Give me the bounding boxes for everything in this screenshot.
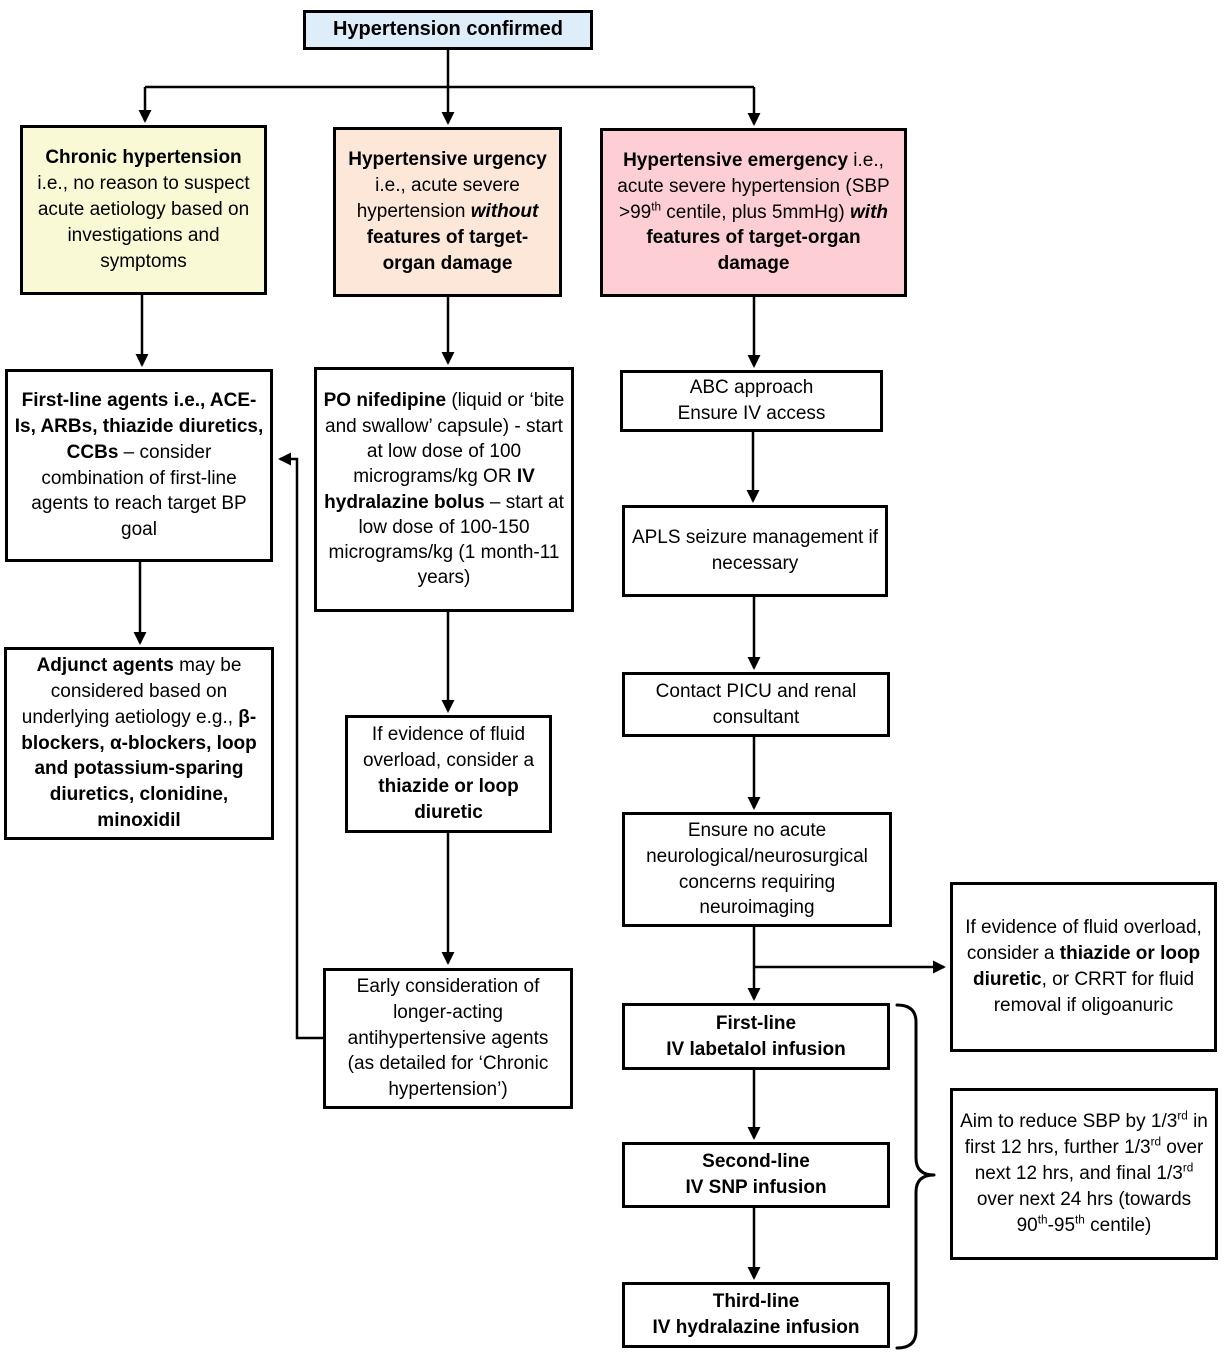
- node-hypertensive-urgency: Hypertensive urgency i.e., acute severe …: [333, 127, 562, 297]
- node-fluid-overload-crrt-text: If evidence of fluid overload, consider …: [965, 917, 1202, 1016]
- node-first-line-agents-text: First-line agents i.e., ACE-Is, ARBs, th…: [14, 390, 264, 541]
- node-hypertensive-urgency-text: Hypertensive urgency i.e., acute severe …: [348, 149, 547, 274]
- node-aim-reduce-sbp-text: Aim to reduce SBP by 1/3rd in first 12 h…: [960, 1110, 1208, 1236]
- node-apls-seizure: APLS seizure management if necessary: [622, 505, 888, 597]
- node-hypertensive-emergency-text: Hypertensive emergency i.e., acute sever…: [617, 149, 890, 275]
- node-early-consideration-text: Early consideration of longer-acting ant…: [347, 975, 549, 1101]
- node-fluid-overload-diuretic: If evidence of fluid overload, consider …: [345, 715, 552, 833]
- connector-early-loop-to-firstline: [278, 452, 323, 1040]
- node-early-consideration: Early consideration of longer-acting ant…: [323, 968, 573, 1109]
- node-po-nifedipine: PO nifedipine (liquid or ‘bite and swall…: [314, 367, 574, 612]
- node-hypertensive-emergency: Hypertensive emergency i.e., acute sever…: [600, 128, 907, 297]
- node-hypertension-confirmed-text: Hypertension confirmed: [332, 18, 564, 41]
- node-po-nifedipine-text: PO nifedipine (liquid or ‘bite and swall…: [323, 390, 565, 589]
- node-chronic-hypertension-text: Chronic hypertension i.e., no reason to …: [37, 147, 250, 272]
- node-adjunct-agents: Adjunct agents may be considered based o…: [4, 647, 274, 840]
- node-fluid-overload-diuretic-text: If evidence of fluid overload, consider …: [362, 724, 535, 823]
- node-first-line-agents: First-line agents i.e., ACE-Is, ARBs, th…: [5, 369, 273, 562]
- node-apls-seizure-text: APLS seizure management if necessary: [631, 527, 879, 574]
- node-contact-picu: Contact PICU and renal consultant: [622, 672, 890, 737]
- node-fluid-overload-crrt: If evidence of fluid overload, consider …: [950, 882, 1217, 1052]
- node-contact-picu-text: Contact PICU and renal consultant: [655, 680, 857, 728]
- node-neuro-concerns: Ensure no acute neurological/neurosurgic…: [622, 812, 892, 927]
- node-hypertension-confirmed: Hypertension confirmed: [303, 10, 593, 50]
- node-neuro-concerns-text: Ensure no acute neurological/neurosurgic…: [646, 819, 868, 919]
- node-aim-reduce-sbp: Aim to reduce SBP by 1/3rd in first 12 h…: [950, 1088, 1218, 1260]
- node-chronic-hypertension: Chronic hypertension i.e., no reason to …: [20, 125, 267, 295]
- brace-infusions-to-aim: [895, 1003, 936, 1350]
- node-adjunct-agents-text: Adjunct agents may be considered based o…: [21, 655, 257, 832]
